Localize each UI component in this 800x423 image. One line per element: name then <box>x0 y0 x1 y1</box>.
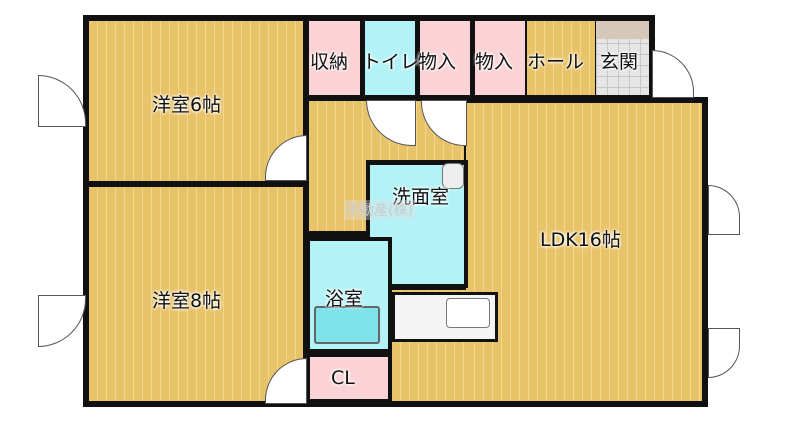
window-right-bottom <box>708 328 740 378</box>
room-closet1 <box>420 21 470 95</box>
door-left-top[interactable] <box>38 75 86 127</box>
bathtub <box>314 306 380 344</box>
label-bath: 浴室 <box>325 288 364 310</box>
label-cl: CL <box>331 367 355 389</box>
room-western8 <box>89 187 303 401</box>
door-left-bottom[interactable] <box>38 295 86 347</box>
watermark: 不動産(株) <box>344 200 415 220</box>
label-closet1: 物入 <box>418 51 457 73</box>
room-ldk <box>466 103 702 401</box>
sink <box>446 298 490 328</box>
label-ldk: LDK16帖 <box>540 229 621 251</box>
window-right-top <box>708 185 740 235</box>
label-western8: 洋室8帖 <box>152 290 222 312</box>
washbasin <box>442 163 464 189</box>
label-hall: ホール <box>527 51 585 73</box>
room-toilet <box>365 21 415 95</box>
label-storage: 収納 <box>310 51 349 73</box>
label-western6: 洋室6帖 <box>152 94 222 116</box>
label-washroom: 洗面室 <box>392 186 450 208</box>
label-toilet: トイレ <box>362 51 420 73</box>
room-storage <box>309 21 360 95</box>
label-closet2: 物入 <box>475 51 514 73</box>
label-entrance: 玄関 <box>600 51 639 73</box>
room-hall <box>527 21 595 95</box>
door-toilet[interactable] <box>366 100 416 146</box>
room-closet2 <box>475 21 525 95</box>
room-cl <box>306 353 392 403</box>
room-western6 <box>89 21 303 181</box>
